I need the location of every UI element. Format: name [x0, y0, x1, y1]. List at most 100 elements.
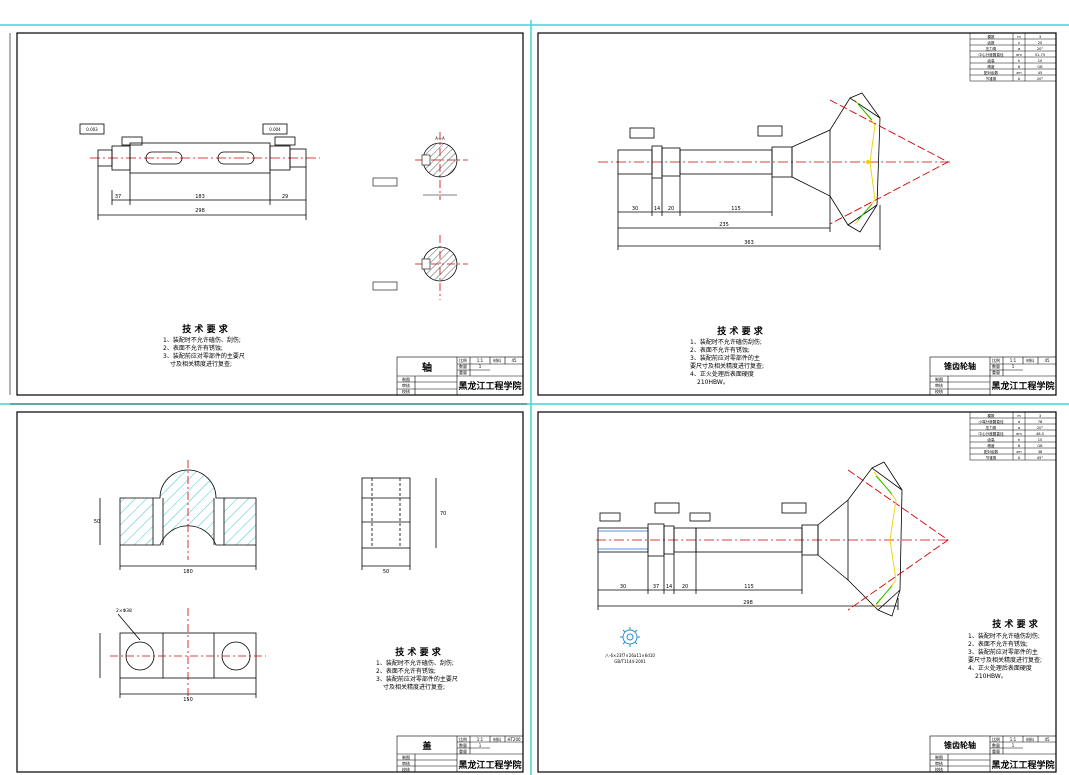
gear-top-param-name: 压力角	[986, 46, 997, 51]
gear-top-scale-value: 1:1	[1010, 358, 1017, 363]
shaft-material-label: 材料	[493, 357, 501, 363]
panel-gear-shaft-top: 模数 m 3 齿数 z 20 压力角 α 20° 中心分度圆直径 dm 51.7…	[537, 32, 1057, 396]
gear-top-tech-title: 技 术 要 求	[717, 325, 763, 337]
gear-bottom-param-name: 精度	[987, 443, 995, 448]
gear-bottom-param-name: 配对齿数	[984, 449, 999, 454]
gear-bottom-row-2: 审核	[935, 760, 943, 766]
cover-top-view	[99, 613, 257, 698]
gear-bottom-dim-total: 298	[743, 600, 753, 606]
cover-dim-hole: 2×Φ38	[116, 608, 132, 614]
gear-bottom-tech-line-3: 3、装配前应对零部件的主	[968, 648, 1038, 656]
gear-top-param-sym: 8	[1018, 65, 1021, 69]
gear-top-main-view	[598, 92, 950, 250]
gear-bottom-param-val: 78	[1038, 420, 1043, 424]
gear-bottom-param-sym: δ	[1018, 456, 1020, 460]
cover-title: 盖	[422, 740, 431, 752]
gear-top-title-block	[929, 356, 1057, 396]
gear-top-param-name: 齿高	[987, 58, 995, 63]
gear-bottom-material-label: 材料	[1026, 736, 1034, 742]
gear-bottom-param-val: 10	[1038, 438, 1043, 442]
gear-top-scale-label: 比例	[992, 357, 1000, 363]
shaft-material-value: 45	[511, 358, 517, 363]
gear-top-dim-total: 363	[744, 240, 754, 246]
gear-bottom-param-val: 3	[1039, 414, 1041, 418]
cover-scale-label: 比例	[459, 736, 467, 742]
spline-icon	[620, 627, 640, 647]
panel-shaft-border	[16, 32, 524, 396]
panel-gear-shaft-bottom-border	[537, 411, 1057, 773]
shaft-section-a	[372, 132, 468, 200]
panel-gear-shaft-bottom: 模数 m 3 小端分度圆直径 d 78 压力角 α 20° 中心分度圆直径 dm…	[537, 411, 1057, 773]
cover-qty-value: 1	[479, 743, 482, 748]
gear-bottom-param-sym: dm	[1016, 432, 1022, 436]
shaft-tech-title: 技 术 要 求	[182, 323, 228, 335]
shaft-tol-1: 0.003	[86, 127, 98, 132]
gear-bottom-dim-3: 14	[666, 584, 672, 590]
gear-top-param-val: 45	[1038, 71, 1043, 75]
shaft-school: 黑龙江工程学院	[458, 380, 521, 392]
gear-top-param-sym: dm	[1016, 53, 1022, 57]
gear-top-dim-4: 115	[731, 206, 741, 212]
gear-bottom-tech-line-6: 210HBW。	[975, 673, 1007, 680]
gear-top-row-1: 制图	[935, 376, 943, 382]
gear-top-params-text: 模数 m 3 齿数 z 20 压力角 α 20° 中心分度圆直径 dm 51.7…	[978, 34, 1045, 81]
gear-bottom-param-name: 模数	[987, 413, 995, 418]
cover-tech-line-3: 3、装配前应对零部件的主要尺	[376, 675, 458, 683]
cover-tech-line-1: 1、装配时不允许磕伤、刮伤;	[376, 659, 454, 667]
gear-bottom-tech-title: 技 术 要 求	[992, 618, 1038, 630]
panel-shaft: 37 183 29 298 0.003 0.004 A—A 技 术 要 求 1、…	[9, 32, 527, 405]
gear-bottom-param-name: 中心分度圆直径	[978, 431, 1004, 436]
gear-top-material-label: 材料	[1026, 357, 1034, 363]
gear-top-param-sym: z	[1018, 41, 1020, 45]
gear-bottom-dim-2: 37	[653, 584, 659, 590]
gear-bottom-param-val: GB	[1037, 444, 1043, 448]
shaft-row-1: 制图	[402, 376, 410, 382]
gear-bottom-params-table	[969, 411, 1057, 461]
gear-top-param-val: 10	[1038, 59, 1043, 63]
gear-top-param-val: 20°	[1037, 77, 1044, 81]
gear-top-param-val: 51.75	[1035, 53, 1045, 57]
spline-note-1: 八-6×23f7×26a11×6d10	[605, 653, 655, 658]
cover-row-1: 制图	[402, 754, 410, 760]
gear-bottom-title: 锥齿轮轴	[944, 740, 976, 750]
gear-bottom-scale-label: 比例	[992, 736, 1000, 742]
gear-top-tech-line-1: 1、装配时不允许磕伤刮伤;	[690, 338, 762, 346]
gear-top-param-name: 节锥角	[986, 76, 997, 81]
shaft-scale-value: 1:1	[477, 358, 484, 363]
gear-bottom-school: 黑龙江工程学院	[991, 759, 1054, 771]
cover-side-view	[361, 477, 437, 570]
shaft-tech-line-3: 3、装配前应对零部件的主要尺	[163, 352, 245, 360]
gear-top-row-3: 校核	[935, 388, 943, 394]
shaft-title: 轴	[422, 361, 432, 374]
gear-bottom-param-name: 压力角	[986, 425, 997, 430]
gear-top-param-name: 齿数	[987, 40, 995, 45]
cover-tech-line-4: 寸及相关精度进行复查;	[383, 683, 445, 691]
gear-bottom-param-val: 45°	[1037, 456, 1044, 460]
cover-tech-title: 技 术 要 求	[395, 646, 441, 658]
gear-top-param-val: 20°	[1037, 47, 1044, 51]
gear-bottom-tech-line-5: 4、正火处理后表面硬度	[968, 664, 1032, 672]
gear-top-qty-value: 1	[1012, 364, 1015, 369]
cover-dim-width: 180	[183, 569, 193, 575]
cover-row-3: 校核	[402, 766, 410, 772]
gear-bottom-param-val: 38	[1038, 450, 1043, 454]
cover-material-value: HT200	[507, 737, 521, 742]
cover-material-label: 材料	[493, 736, 501, 742]
panel-gear-shaft-top-border	[537, 32, 1057, 396]
gear-bottom-dim-1: 30	[620, 584, 626, 590]
shaft-dim-2: 183	[195, 194, 205, 200]
gear-top-title: 锥齿轮轴	[944, 361, 976, 371]
gear-bottom-param-sym: zm	[1016, 450, 1022, 454]
gear-top-qty-label: 数量	[992, 363, 1000, 369]
shaft-tech-line-4: 寸及相关精度进行复查;	[170, 360, 232, 368]
shaft-dim-total: 298	[195, 208, 205, 214]
gear-top-params-table	[969, 32, 1057, 82]
shaft-scale-label: 比例	[459, 357, 467, 363]
gear-bottom-param-sym: m	[1017, 414, 1021, 418]
gear-bottom-qty-label: 数量	[992, 742, 1000, 748]
gear-top-param-sym: α	[1018, 47, 1021, 51]
gear-bottom-title-block	[929, 735, 1057, 773]
panel-cover: 180 50 50 70	[16, 411, 524, 773]
gear-bottom-params-text: 模数 m 3 小端分度圆直径 d 78 压力角 α 20° 中心分度圆直径 dm…	[978, 413, 1044, 460]
gear-top-tech-line-3: 3、装配前应对零部件的主	[690, 354, 760, 362]
